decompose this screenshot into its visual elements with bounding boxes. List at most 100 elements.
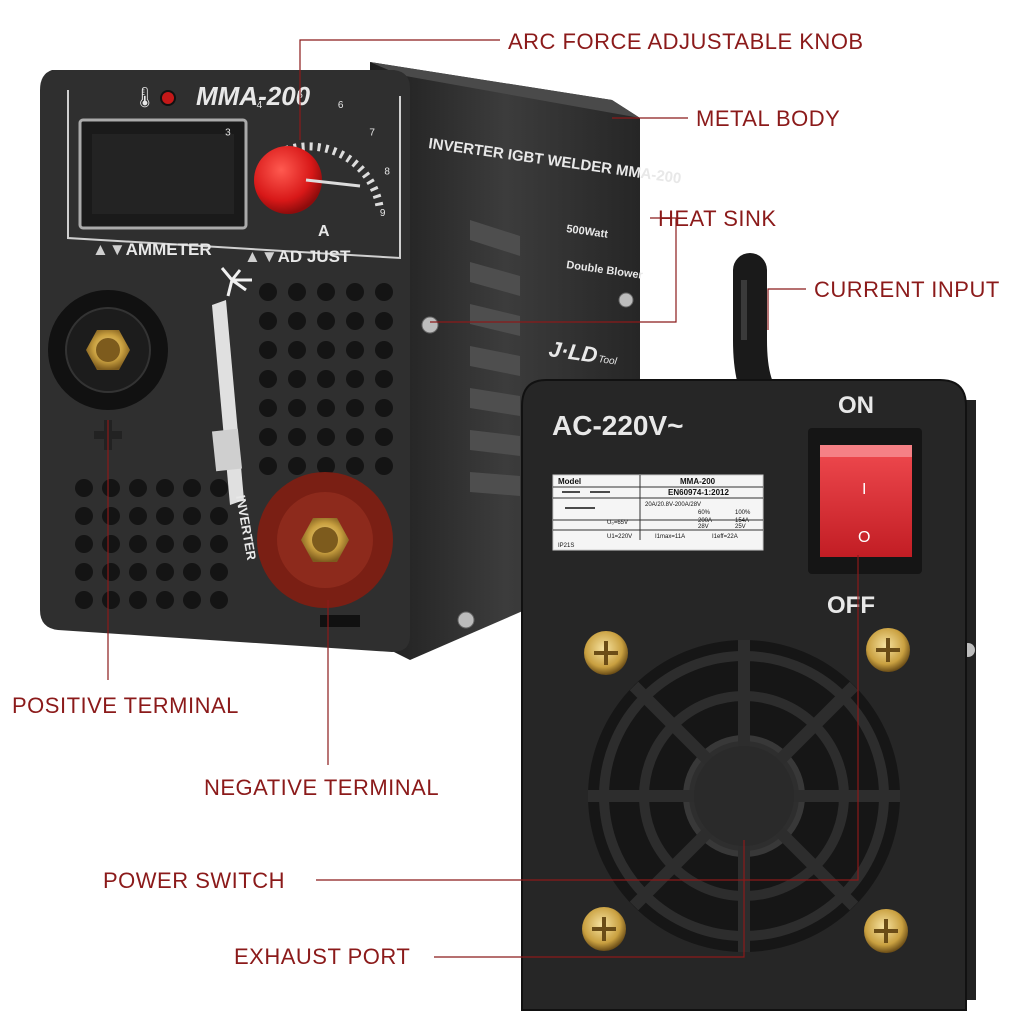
vent-hole <box>346 283 364 301</box>
vent-hole <box>317 370 335 388</box>
dial-number: 7 <box>369 128 375 139</box>
dial-number: 8 <box>384 167 390 178</box>
callout-metal-body: METAL BODY <box>696 106 841 131</box>
vent-hole <box>129 507 147 525</box>
rear-welder: AC-220V~ ON OFF I O Model MMA-200 EN6097… <box>521 253 976 1011</box>
leader-lines <box>107 39 859 958</box>
negative-terminal[interactable] <box>257 472 393 627</box>
callout-positive-terminal: POSITIVE TERMINAL <box>12 693 239 718</box>
model-label: MMA-200 <box>196 81 311 111</box>
screw-icon <box>584 631 628 675</box>
nameplate-i1max: I1max=11A <box>655 534 685 540</box>
vent-hole <box>129 591 147 609</box>
nameplate: Model MMA-200 EN60974-1:2012 20A/20.8V-2… <box>552 474 764 551</box>
vent-hole <box>129 535 147 553</box>
vent-hole <box>375 283 393 301</box>
nameplate-current-1: 200A <box>698 518 712 524</box>
vent-hole <box>183 507 201 525</box>
nameplate-model-value: MMA-200 <box>680 477 716 486</box>
vent-hole <box>317 312 335 330</box>
vent-hole <box>317 457 335 475</box>
vent-hole <box>129 479 147 497</box>
vent-hole <box>102 535 120 553</box>
nameplate-u0: U₀=65V <box>607 520 628 526</box>
vent-hole <box>183 535 201 553</box>
side-power: 500Watt <box>566 223 609 241</box>
vent-hole <box>102 591 120 609</box>
nameplate-u1: U1=220V <box>607 534 632 540</box>
vent-hole <box>75 591 93 609</box>
arc-force-knob[interactable] <box>254 146 322 214</box>
vent-hole <box>346 457 364 475</box>
switch-on-mark: I <box>862 481 866 498</box>
adjust-dial-scale <box>284 142 384 211</box>
heat-sink-louvers <box>470 220 520 496</box>
vent-hole <box>183 479 201 497</box>
vent-hole <box>375 428 393 446</box>
vent-hole <box>75 507 93 525</box>
thermometer-icon: 🌡 <box>132 87 157 109</box>
vent-hole <box>183 563 201 581</box>
callout-power-switch: POWER SWITCH <box>103 868 285 893</box>
vent-hole <box>346 399 364 417</box>
nameplate-volts-1: 28V <box>698 524 709 530</box>
leader-heat-sink <box>430 217 677 323</box>
vent-holes <box>75 283 393 609</box>
nameplate-model-label: Model <box>558 477 581 486</box>
vent-hole <box>288 370 306 388</box>
vent-hole <box>183 591 201 609</box>
dial-number: 6 <box>338 100 344 111</box>
vent-hole <box>317 428 335 446</box>
vent-hole <box>102 507 120 525</box>
callout-heat-sink: HEAT SINK <box>658 206 777 231</box>
ammeter-label: ▲▼AMMETER <box>92 240 212 259</box>
side-screw-icon <box>457 611 475 629</box>
screw-icon <box>864 909 908 953</box>
vent-hole <box>75 563 93 581</box>
vent-hole <box>210 591 228 609</box>
callout-current-input: CURRENT INPUT <box>814 277 1000 302</box>
nameplate-range: 20A/20.8V-200A/28V <box>645 502 701 508</box>
nameplate-duty-1: 60% <box>698 510 711 516</box>
vent-hole <box>375 341 393 359</box>
vent-hole <box>156 591 174 609</box>
vent-hole <box>210 563 228 581</box>
dial-number: 4 <box>257 100 263 111</box>
vent-hole <box>375 399 393 417</box>
front-welder: INVERTER IGBT WELDER MMA-200 500Watt Dou… <box>40 62 682 660</box>
adjust-label: ▲▼AD JUST <box>244 247 351 266</box>
vent-hole <box>156 563 174 581</box>
vent-hole <box>288 399 306 417</box>
overheat-led <box>160 90 176 106</box>
vent-hole <box>317 283 335 301</box>
nameplate-i1eff: I1eff=22A <box>712 534 738 540</box>
vent-hole <box>259 457 277 475</box>
screw-icon <box>582 907 626 951</box>
screw-icon <box>866 628 910 672</box>
knob-unit: A <box>318 223 330 240</box>
vent-hole <box>259 399 277 417</box>
vent-hole <box>375 457 393 475</box>
callout-arc-force-knob: ARC FORCE ADJUSTABLE KNOB <box>508 29 864 54</box>
power-switch[interactable] <box>808 428 922 574</box>
nameplate-volts-2: 25V <box>735 524 746 530</box>
voltage-label: AC-220V~ <box>552 410 684 441</box>
vent-hole <box>346 370 364 388</box>
dial-number: 3 <box>225 128 231 139</box>
exhaust-fan <box>588 640 900 952</box>
callout-negative-terminal: NEGATIVE TERMINAL <box>204 775 440 800</box>
vent-hole <box>317 341 335 359</box>
side-screw-icon <box>618 292 634 308</box>
vent-hole <box>288 312 306 330</box>
side-screw-icon <box>421 316 439 334</box>
on-label: ON <box>838 392 874 419</box>
dial-number: 9 <box>380 208 386 219</box>
leader-exhaust-port <box>434 840 745 958</box>
vent-hole <box>156 507 174 525</box>
brand-suffix: Tool <box>598 354 619 368</box>
vent-hole <box>210 479 228 497</box>
vent-hole <box>288 428 306 446</box>
vent-hole <box>346 341 364 359</box>
